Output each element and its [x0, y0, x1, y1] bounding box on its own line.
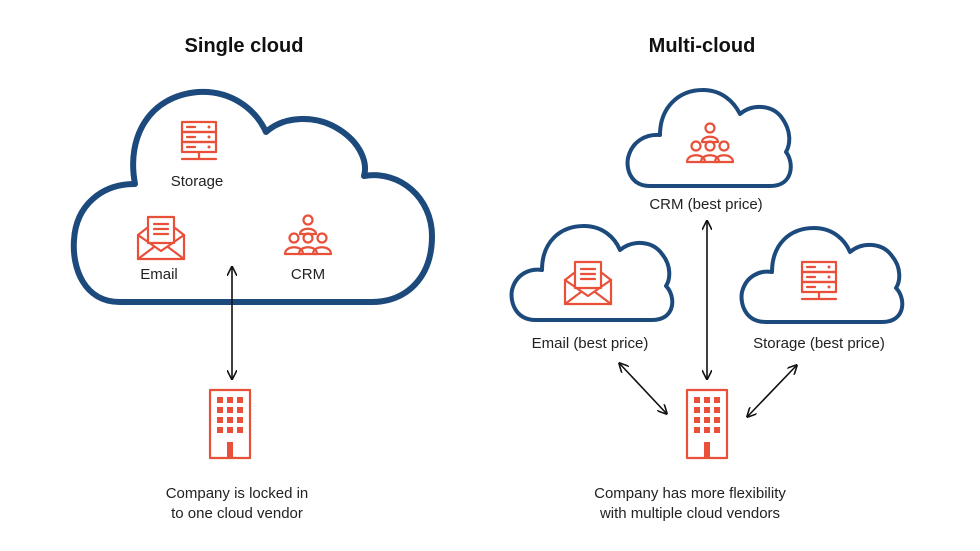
multi-crm-cloud-shape	[625, 88, 793, 188]
single-crm-label: CRM	[291, 266, 325, 283]
single-caption-line2: to one cloud vendor	[171, 505, 303, 522]
office-building-icon	[208, 388, 252, 460]
multi-crm-label: CRM (best price)	[649, 196, 762, 213]
multi-storage-cloud-shape	[739, 226, 905, 324]
single-caption-line1: Company is locked in	[166, 485, 309, 502]
multi-storage-label: Storage (best price)	[753, 335, 885, 352]
multi-caption-line1: Company has more flexibility	[594, 485, 786, 502]
office-building-icon	[685, 388, 729, 460]
single-storage-label: Storage	[171, 173, 224, 190]
single-cloud-title: Single cloud	[185, 35, 304, 57]
multi-cloud-title: Multi-cloud	[649, 35, 756, 57]
multi-email-arrow	[620, 364, 666, 413]
single-cloud-shape	[70, 88, 435, 305]
multi-email-label: Email (best price)	[532, 335, 649, 352]
multi-caption-line2: with multiple cloud vendors	[599, 505, 780, 522]
multi-storage-arrow	[748, 366, 796, 416]
single-email-label: Email	[140, 266, 178, 283]
